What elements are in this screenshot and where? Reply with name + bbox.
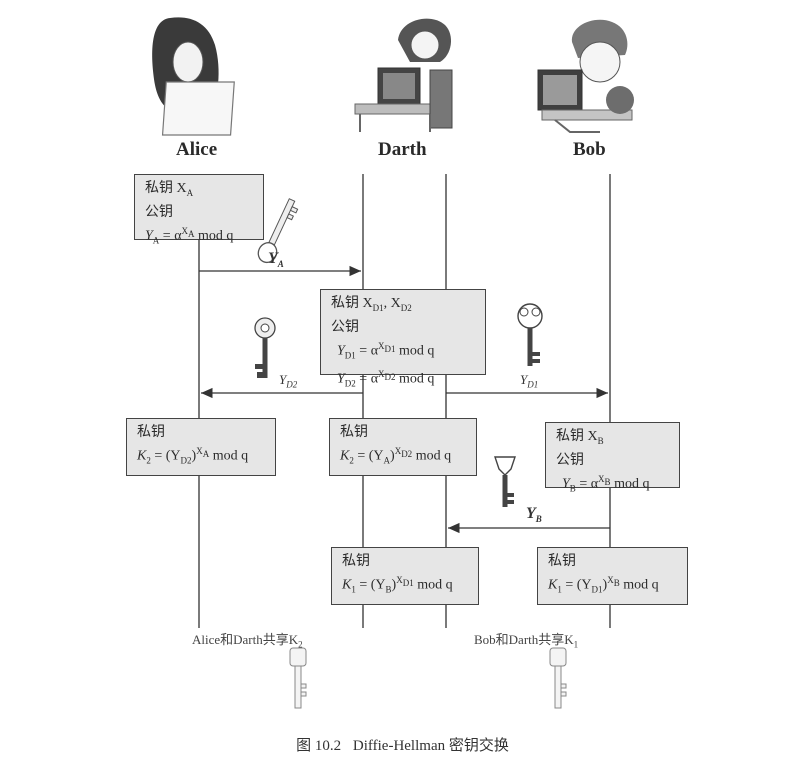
alice-key-box: 私钥 K2 = (YD2)XA mod q [126,418,276,476]
darth-key2-box: 私钥 K2 = (YA)XD2 mod q [329,418,477,476]
label-yd1: YD1 [520,372,539,390]
darth-init-box: 私钥 XD1, XD2 公钥 YD1 = αXD1 mod q YD2 = αX… [320,289,486,389]
label-yb: YB [526,505,542,525]
darth-key1-box: 私钥 K1 = (YB)XD1 mod q [331,547,479,605]
figure-title: Diffie-Hellman 密钥交换 [352,738,509,754]
darth-illustration [354,18,453,132]
key-icon [254,317,276,378]
bob-init-box: 私钥 XB 公钥 YB = αXB mod q [545,422,680,493]
figure-number: 图 10.2 [296,738,342,754]
label-ya: YA [268,250,284,270]
key-icon [257,198,299,264]
key-icon [517,303,543,366]
bob-key-box: 私钥 K1 = (YD1)XB mod q [537,547,688,605]
bob-illustration [537,19,634,133]
label-yd2: YD2 [279,372,298,390]
key-icon [494,456,516,507]
figure-caption: 图 10.2 Diffie-Hellman 密钥交换 [0,734,805,755]
shared-alice-darth: Alice和Darth共享K2 [192,632,303,650]
actor-bob: Bob [573,139,606,160]
alice-init-box: 私钥 XA 公钥 YA = αXA mod q [134,174,264,245]
key-icon [289,647,307,709]
actor-darth: Darth [378,139,427,160]
alice-illustration [152,17,235,136]
shared-bob-darth: Bob和Darth共享K1 [474,632,579,650]
key-icon [549,647,567,709]
actor-alice: Alice [176,139,218,160]
